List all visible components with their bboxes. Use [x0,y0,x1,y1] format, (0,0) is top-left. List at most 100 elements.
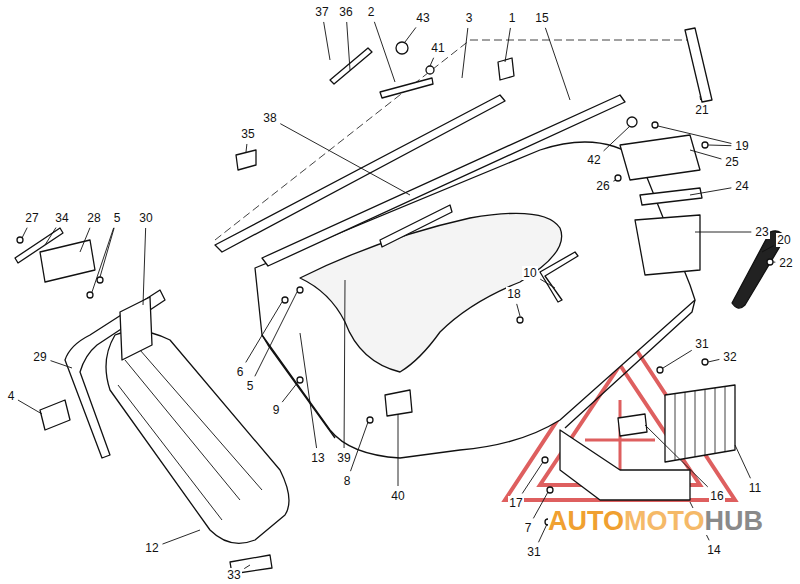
rail-strip [262,95,625,266]
leader-line [539,524,547,542]
mounting-bracket [40,240,95,282]
screw [97,277,103,283]
leader-line [22,228,27,238]
watermark-text: HUB [705,508,764,535]
leader-line [773,262,775,263]
leader-line [246,144,248,152]
bar-bracket [120,297,152,360]
leader-line [695,232,751,233]
leader-line [80,228,90,252]
callout-number: 19 [734,139,749,153]
leader-line [143,228,146,305]
leader-line [347,22,350,70]
callout-number: 25 [724,155,739,169]
callout-number: 11 [748,481,762,495]
callout-number: 10 [522,266,537,280]
leader-line [645,425,708,487]
callout-number: 1 [508,11,517,25]
leader-line [462,28,468,78]
leader-line [708,145,731,147]
leader-line [708,359,719,362]
leader-line [700,96,702,100]
clip [40,400,70,430]
bumper-bar [65,290,165,458]
leader-line [92,228,114,292]
callout-number: 9 [272,403,281,417]
callout-number: 21 [694,103,709,117]
screw [297,287,303,293]
screw [517,317,523,323]
screw [652,122,658,128]
leader-line [505,28,510,62]
leader-line [374,22,395,82]
callout-number: 15 [534,11,549,25]
leader-line [51,361,72,368]
callout-number: 13 [310,451,325,465]
callout-number: 39 [336,451,351,465]
leader-line [613,180,616,181]
leader-line [300,333,317,448]
leader-line [324,22,330,60]
callout-number: 5 [113,211,122,225]
callout-number: 29 [32,350,47,364]
leader-line [430,58,434,66]
screw [702,142,708,148]
center-line [470,40,690,41]
leader-line [18,400,42,414]
seal-strip [640,188,702,205]
callout-number: 2 [367,5,376,19]
callout-number: 35 [240,127,255,141]
screw [702,359,708,365]
grille [665,385,735,462]
watermark-text: MOTO [624,508,705,535]
screw [282,297,288,303]
screw [657,367,663,373]
hood-opening [300,213,562,372]
leader-line [282,382,298,402]
callout-number: 24 [734,179,749,193]
callout-number: 40 [390,489,405,503]
callout-number: 43 [415,11,430,25]
leader-line [762,246,774,252]
leader-line [540,279,555,288]
callout-number: 27 [24,211,39,225]
leader-line [280,124,410,195]
bolt [426,66,434,74]
callout-number: 3 [465,11,474,25]
leader-line [517,304,520,316]
screw [767,259,773,265]
wire-bracket [540,252,578,302]
leader-line [663,350,692,368]
leader-line [405,27,416,42]
parts [15,28,785,574]
trim-strip [15,228,63,263]
grille-slats [675,387,725,460]
box-lid [620,135,700,180]
leader-line [100,228,114,277]
callout-number: 7 [524,521,533,535]
leader-line [658,126,731,143]
callout-number: 41 [430,41,445,55]
callout-number: 4 [7,389,16,403]
callout-number: 20 [776,233,791,247]
callout-number: 16 [709,489,724,503]
reinforcement-strip [380,205,452,247]
bumper-ribs [118,350,262,520]
callout-number: 6 [236,365,245,379]
callout-number: 34 [54,211,69,225]
callout-number: 42 [586,153,601,167]
callout-number: 33 [226,568,241,582]
callout-number: 31 [694,337,709,351]
leader-line [604,126,630,151]
callout-number: 18 [506,287,521,301]
callout-number: 8 [343,474,352,488]
hinge [618,414,647,436]
screw [87,292,93,298]
leader-line [45,228,56,245]
leader-line [690,150,721,159]
support-bracket [685,28,712,102]
callout-number: 32 [722,350,737,364]
leader-lines [18,22,775,569]
callout-number: 26 [595,179,610,193]
